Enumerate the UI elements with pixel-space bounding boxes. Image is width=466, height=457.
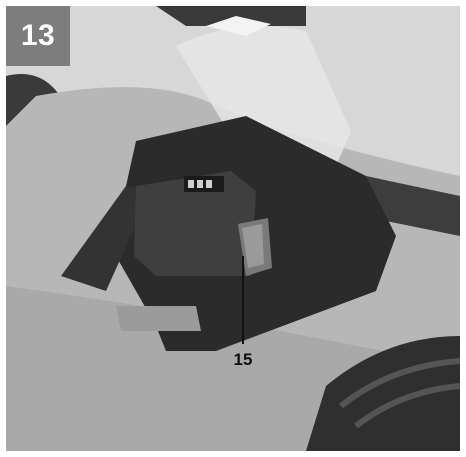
battery-led xyxy=(188,180,194,188)
battery-led xyxy=(197,180,203,188)
callout-label-15: 15 xyxy=(233,350,253,369)
battery-led xyxy=(206,180,212,188)
wheel-tread xyxy=(339,358,460,409)
handle-bar xyxy=(156,6,306,26)
latch-highlight xyxy=(242,224,264,268)
photo-illustration xyxy=(6,6,460,451)
compartment-arm-left xyxy=(61,186,151,291)
transparent-cover xyxy=(176,26,351,166)
product-photo xyxy=(6,6,460,451)
side-rail xyxy=(366,176,460,236)
housing-recess xyxy=(116,306,201,331)
battery-pack xyxy=(134,171,256,276)
wheel-tread xyxy=(354,383,460,429)
cover-highlight xyxy=(206,16,271,36)
step-number-badge: 13 xyxy=(6,6,70,66)
